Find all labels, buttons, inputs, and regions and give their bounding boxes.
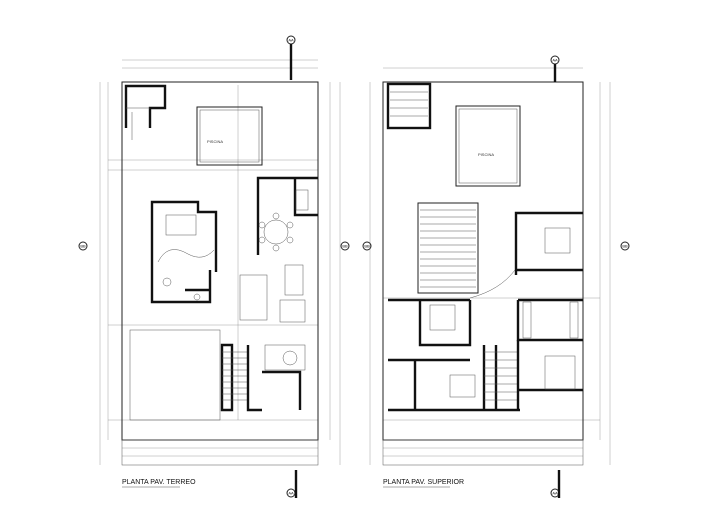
section-marker-bb [620, 241, 630, 251]
section-marker-bb [362, 241, 372, 251]
pool-label: PISCINA [207, 139, 223, 144]
roof-deck [417, 202, 479, 294]
pool [196, 106, 263, 166]
plan-title-upper: PLANTA PAV. SUPERIOR [383, 479, 464, 486]
section-marker-bb [340, 241, 350, 251]
section-marker-bb [78, 241, 88, 251]
svg-text:BB: BB [80, 244, 86, 249]
svg-text:AA: AA [552, 491, 558, 496]
svg-text:BB: BB [342, 244, 348, 249]
svg-text:BB: BB [364, 244, 370, 249]
ground-floor-plan: PISCINA PLA [99, 59, 341, 488]
section-markers: AA AA AA AA BB BB BB BB [78, 35, 630, 498]
pool-label: PISCINA [478, 152, 494, 157]
pool [455, 105, 521, 187]
svg-text:AA: AA [288, 38, 294, 43]
svg-text:BB: BB [622, 244, 628, 249]
plan-title-ground: PLANTA PAV. TERREO [122, 479, 196, 486]
upper-floor-plan: PISCINA PLANTA P [369, 67, 611, 488]
svg-text:AA: AA [552, 58, 558, 63]
svg-text:AA: AA [288, 491, 294, 496]
